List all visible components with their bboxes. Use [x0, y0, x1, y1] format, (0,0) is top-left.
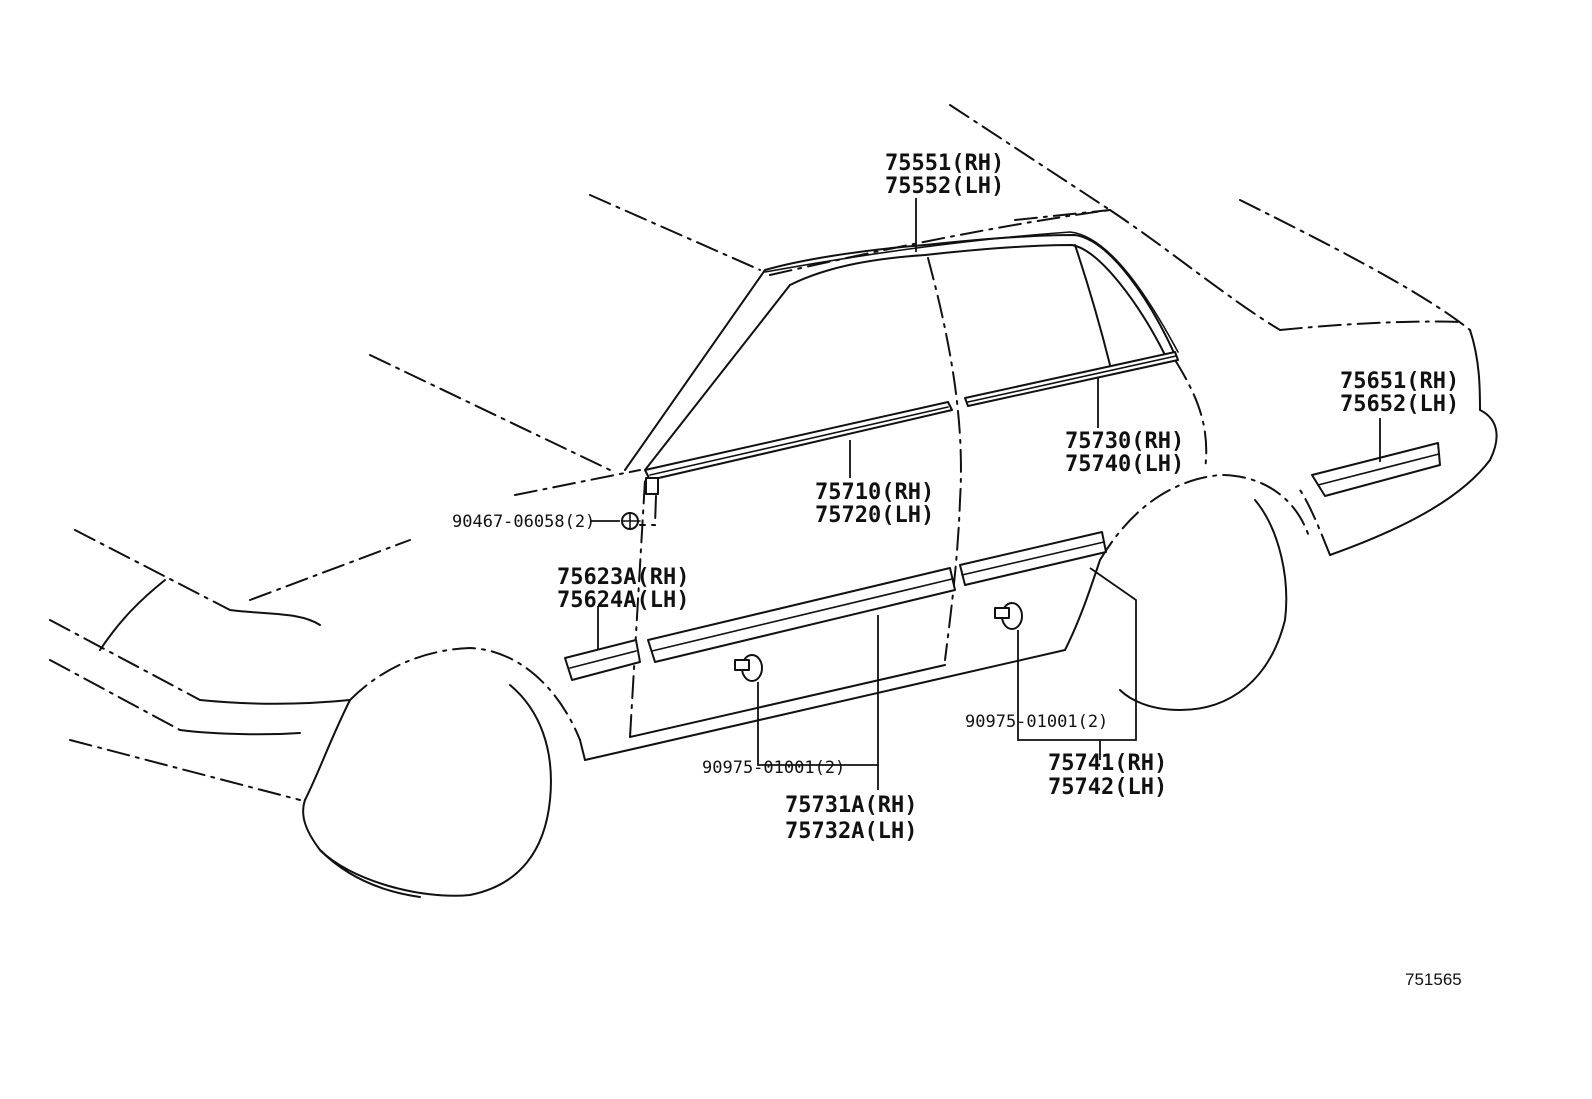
moulding-parts: [564, 231, 1441, 682]
front-fender-moulding-rh-label: 75623A(RH): [557, 565, 689, 590]
front-fender-moulding-lh-label: 75624A(LH): [557, 588, 689, 613]
front-belt-moulding-rh-label: 75710(RH): [815, 480, 934, 505]
rear-belt-moulding-rh-label: 75730(RH): [1065, 429, 1184, 454]
rear-clip-label: 90975-01001(2): [965, 712, 1108, 732]
labels: 75551(RH) 75552(LH) 75710(RH) 75720(LH) …: [452, 151, 1462, 989]
front-door-moulding-rh-label: 75731A(RH): [785, 793, 917, 818]
rear-door-moulding-lh-label: 75742(LH): [1048, 775, 1167, 800]
rear-clip-part: [994, 602, 1023, 630]
roof-moulding: [764, 231, 1179, 353]
front-door-moulding-lh-label: 75732A(LH): [785, 819, 917, 844]
screw-part: [621, 477, 659, 530]
rear-belt-moulding-lh-label: 75740(LH): [1065, 452, 1184, 477]
quarter-moulding-lh-label: 75652(LH): [1340, 392, 1459, 417]
roof-moulding-lh-label: 75552(LH): [885, 174, 1004, 199]
roof-moulding-rh-label: 75551(RH): [885, 151, 1004, 176]
rear-door-moulding-rh-label: 75741(RH): [1048, 751, 1167, 776]
front-belt-moulding-lh-label: 75720(LH): [815, 503, 934, 528]
diagram-reference-number: 751565: [1405, 970, 1462, 989]
front-clip-label: 90975-01001(2): [702, 758, 845, 778]
screw-label: 90467-06058(2): [452, 512, 595, 532]
car-body-outline: [49, 104, 1498, 898]
front-clip-part: [734, 654, 763, 682]
leader-lines: [590, 198, 1381, 790]
quarter-moulding-rh-label: 75651(RH): [1340, 369, 1459, 394]
